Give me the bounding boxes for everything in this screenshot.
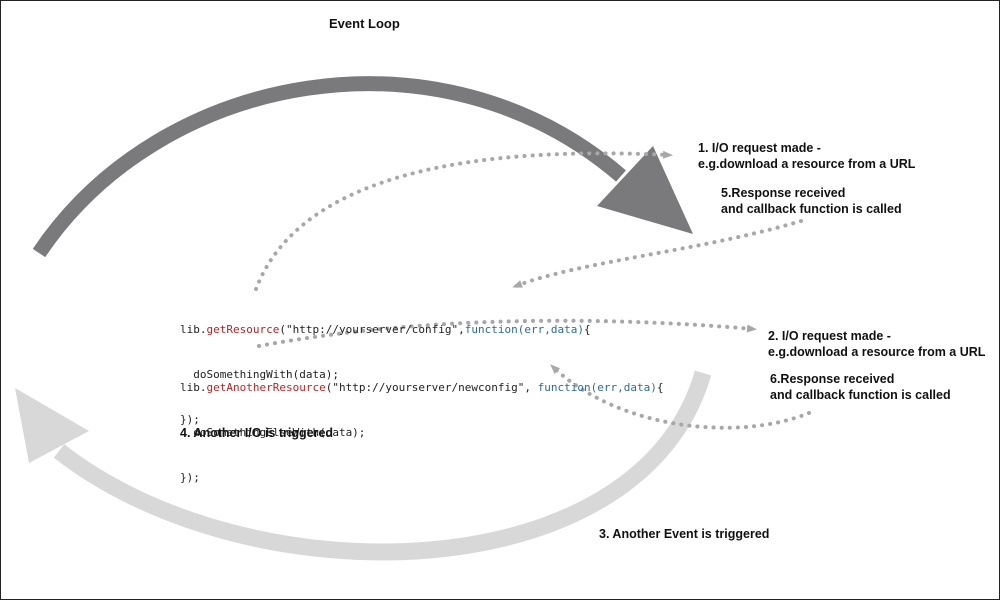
- another-event-label: 3. Another Event is triggered: [599, 527, 770, 541]
- dotted-arrow-response-6: [550, 364, 811, 430]
- event-loop-title: Event Loop: [329, 16, 400, 31]
- code-open-brace: {: [656, 381, 664, 394]
- response-5-line1: 5.Response received: [721, 186, 846, 200]
- another-io-label: 4. Another I/O is triggered: [180, 426, 334, 440]
- code-callback-signature: function(err,data): [537, 381, 657, 394]
- code-line-call: lib.getResource("http://yourserver/confi…: [180, 322, 591, 337]
- event-loop-bottom-arrowhead: [15, 388, 89, 463]
- code-argument: ("http://yourserver/newconfig",: [325, 381, 538, 394]
- code-line-call: lib.getAnotherResource("http://yourserve…: [180, 380, 663, 395]
- io-request-2-line1: 2. I/O request made -: [768, 329, 891, 343]
- dotted-arrow-response-5: [512, 219, 803, 288]
- code-block-get-resource: lib.getResource("http://yourserver/confi…: [180, 292, 591, 457]
- io-request-2-line2: e.g.download a resource from a URL: [768, 345, 986, 359]
- event-loop-top-arrow: [32, 76, 626, 258]
- io-request-1-line2: e.g.download a resource from a URL: [698, 157, 916, 171]
- dotted-arrow-io-request-2: [257, 318, 757, 348]
- code-object: lib.: [180, 381, 207, 394]
- response-6-line2: and callback function is called: [770, 388, 951, 402]
- event-loop-top-arrowhead: [597, 146, 693, 234]
- code-line-body: doSomethingWith(data);: [180, 368, 339, 381]
- response-6-line1: 6.Response received: [770, 372, 895, 386]
- io-request-1-line1: 1. I/O request made -: [698, 141, 821, 155]
- code-line-close: });: [180, 471, 200, 484]
- code-method: getAnotherResource: [206, 381, 326, 394]
- code-block-get-another-resource: lib.getAnotherResource("http://yourserve…: [180, 350, 663, 515]
- response-5-line2: and callback function is called: [721, 202, 902, 216]
- code-line-body: doSomethingElseWith(data);: [180, 426, 366, 439]
- code-method: getResource: [206, 323, 280, 336]
- code-object: lib.: [180, 323, 207, 336]
- event-loop-bottom-arrow: [53, 370, 712, 561]
- code-argument: ("http://yourserver/config",: [279, 323, 465, 336]
- code-callback-signature: function(err,data): [464, 323, 585, 336]
- code-open-brace: {: [584, 323, 591, 336]
- code-line-close: });: [180, 413, 200, 426]
